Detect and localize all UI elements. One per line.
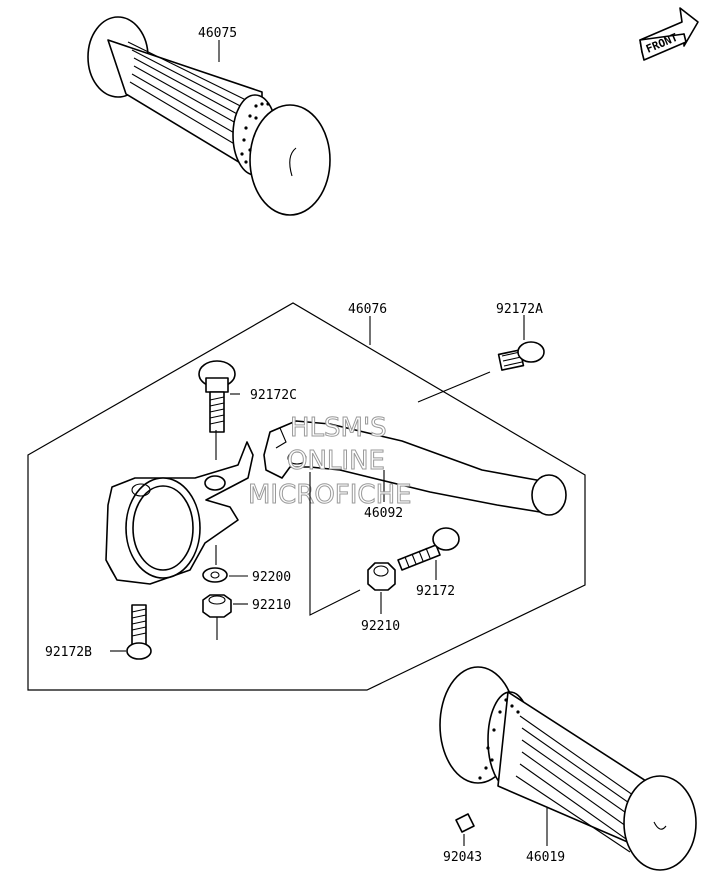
lever-46092[interactable] xyxy=(263,420,567,516)
label-46019: 46019 xyxy=(526,850,565,865)
bolt-92172[interactable] xyxy=(397,527,460,571)
front-arrow-icon: FRONT xyxy=(639,7,699,61)
lever-holder[interactable] xyxy=(105,441,254,585)
watermark-line-2: ONLINE xyxy=(287,446,385,476)
watermark-line-3: MICROFICHE xyxy=(248,480,412,510)
label-46092: 46092 xyxy=(364,506,403,521)
label-46076: 46076 xyxy=(348,302,387,317)
label-92172c: 92172C xyxy=(250,388,297,403)
nut-92210-pivot[interactable] xyxy=(367,562,396,591)
label-46075: 46075 xyxy=(198,26,237,41)
cap-92043[interactable] xyxy=(455,813,475,833)
label-92172: 92172 xyxy=(416,584,455,599)
grip-right-46019[interactable] xyxy=(439,666,697,871)
label-92200: 92200 xyxy=(252,570,291,585)
label-92172b: 92172B xyxy=(45,645,92,660)
label-92210-pivot: 92210 xyxy=(361,619,400,634)
label-92172a: 92172A xyxy=(496,302,543,317)
watermark-line-1: HLSM'S xyxy=(290,413,387,443)
label-92210-holder: 92210 xyxy=(252,598,291,613)
watermark: HLSM'S ONLINE MICROFICHE xyxy=(248,413,413,511)
nut-92210-holder[interactable] xyxy=(202,594,232,618)
grip-left-46075[interactable] xyxy=(87,16,331,216)
assembly-border xyxy=(27,302,586,691)
bolt-92172b[interactable] xyxy=(126,604,152,660)
bolt-92172c[interactable] xyxy=(198,360,236,433)
bolt-92172a[interactable] xyxy=(497,341,545,371)
washer-92200[interactable] xyxy=(202,567,228,583)
label-92043: 92043 xyxy=(443,850,482,865)
